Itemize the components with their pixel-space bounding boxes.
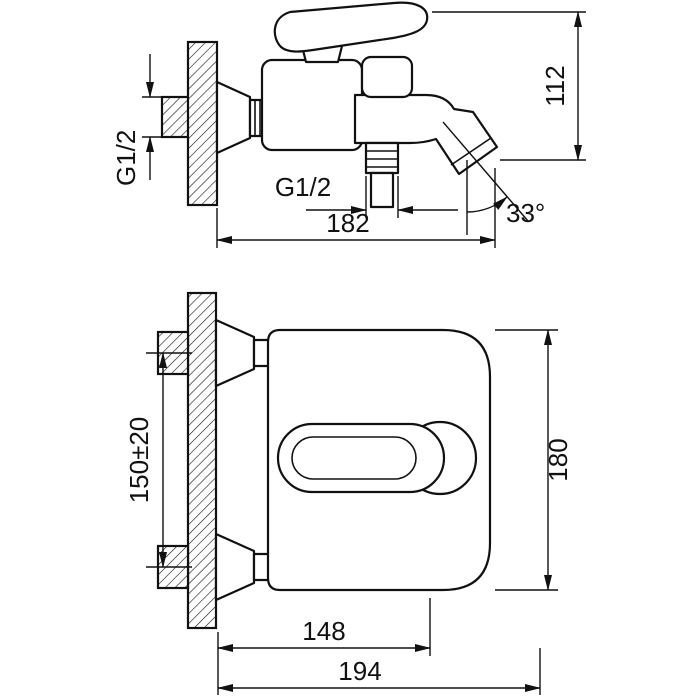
dim-height-180: 180 <box>495 329 573 591</box>
escutcheon-top <box>214 318 256 388</box>
angle-arc <box>466 196 508 213</box>
dim-width-194: 194 <box>217 648 541 695</box>
dim-width-148: 148 <box>217 598 431 695</box>
shower-outlet-threads <box>364 141 400 175</box>
dim-label-shower-thread: G1/2 <box>275 172 331 202</box>
dim-thread-shower: G1/2 <box>275 172 458 218</box>
wall-plate-front <box>186 291 218 630</box>
shower-outlet <box>364 141 400 209</box>
spout-arm-side <box>353 93 499 176</box>
handle-lever-front <box>276 422 446 494</box>
dim-angle-33: 33° <box>442 121 545 235</box>
aerator-cap-line <box>450 137 492 166</box>
dim-depth-182: 182 <box>216 168 496 248</box>
dim-label-body-height: 180 <box>543 438 573 481</box>
shower-outlet-pipe <box>369 171 395 209</box>
wall-pipe-side <box>160 95 192 139</box>
faucet-body-side <box>260 58 364 152</box>
dim-height-112: 112 <box>432 11 586 161</box>
dim-label-height: 112 <box>540 65 570 106</box>
dim-mount-spacing: 150±20 <box>124 352 192 568</box>
front-view: 150±20 180 148 194 <box>124 291 573 695</box>
dim-label-depth: 182 <box>326 208 369 238</box>
dim-label-width-inner: 148 <box>302 616 345 646</box>
escutcheon-side <box>215 80 252 155</box>
dim-label-wall-thread: G1/2 <box>111 130 141 186</box>
angle-axis-line <box>442 121 529 222</box>
handle-lever-inner <box>291 436 417 480</box>
dim-label-angle: 33° <box>506 198 545 228</box>
side-view: 112 G1/2 G1/2 182 <box>111 1 586 248</box>
diverter-knob <box>360 55 414 99</box>
dim-thread-wall: G1/2 <box>111 54 168 186</box>
dim-label-width-overall: 194 <box>338 656 381 686</box>
handle-lever-side <box>273 1 429 53</box>
dim-label-mount-spacing: 150±20 <box>124 417 154 504</box>
escutcheon-bottom <box>214 532 256 602</box>
wall-plate-side <box>186 40 219 207</box>
